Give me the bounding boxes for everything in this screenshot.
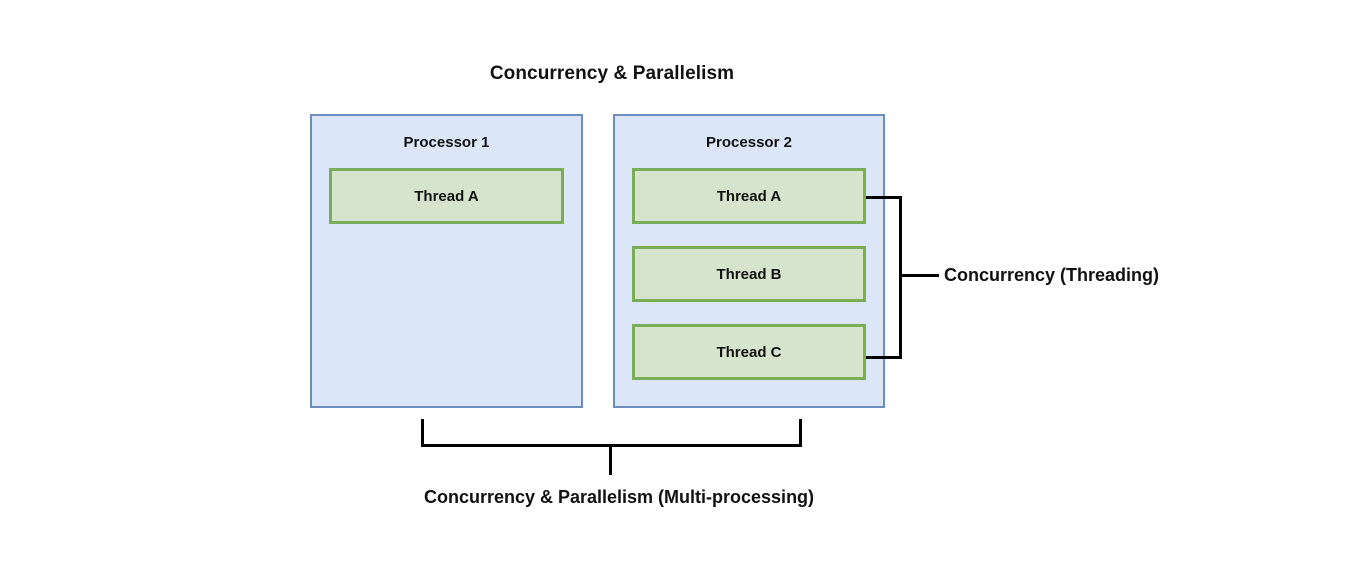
thread-label: Thread C [716,343,782,361]
processor-2-label: Processor 2 [706,134,792,151]
page-title: Concurrency & Parallelism [489,63,735,84]
bottom-bracket-right-arm [799,419,802,447]
thread-label: Thread B [716,265,782,283]
thread-box-p2-a[interactable]: Thread A [632,168,866,224]
thread-box-p2-c[interactable]: Thread C [632,324,866,380]
thread-label: Thread A [414,187,479,205]
thread-box-p2-b[interactable]: Thread B [632,246,866,302]
right-bracket-bottom-arm [866,356,902,359]
right-bracket-top-arm [866,196,902,199]
processor-1-label: Processor 1 [403,134,490,151]
thread-box-p1-a[interactable]: Thread A [329,168,564,224]
concurrency-parallelism-multiprocessing-label: Concurrency & Parallelism (Multi-process… [423,487,815,507]
bottom-bracket-stem [609,444,612,475]
right-bracket-stem [899,274,939,277]
processor-box-1[interactable]: Processor 1 Thread A [310,114,583,408]
thread-label: Thread A [716,187,782,205]
concurrency-threading-label: Concurrency (Threading) [944,265,1160,285]
processor-box-2[interactable]: Processor 2 Thread A Thread B Thread C [613,114,885,408]
bottom-bracket-left-arm [421,419,424,447]
right-bracket-spine [899,196,902,359]
